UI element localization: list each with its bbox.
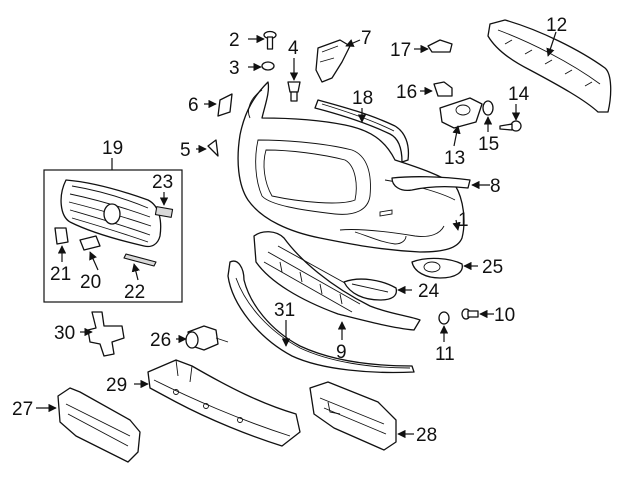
reinforcement-beam — [147, 359, 301, 447]
washer — [261, 61, 275, 71]
callout-1: 1 — [458, 210, 469, 231]
callout-29: 29 — [106, 375, 127, 396]
callout-22: 22 — [124, 282, 145, 303]
callout-28: 28 — [416, 425, 437, 446]
callout-30: 30 — [54, 323, 75, 344]
fog-lamp-cover-right — [411, 257, 463, 279]
callout-16: 16 — [396, 82, 417, 103]
callout-2: 2 — [229, 30, 240, 51]
callout-15: 15 — [478, 134, 499, 155]
trim-strip — [123, 253, 157, 267]
parking-sensor — [185, 325, 229, 351]
callout-23: 23 — [152, 172, 173, 193]
callout-26: 26 — [150, 330, 171, 351]
clip-nut — [433, 81, 453, 97]
screw — [499, 120, 522, 132]
headlamp-bracket — [315, 39, 351, 83]
fog-lamp-bracket — [439, 97, 483, 129]
callout-4: 4 — [288, 38, 299, 59]
callout-9: 9 — [336, 342, 347, 363]
leader-lines — [36, 31, 557, 439]
callout-6: 6 — [188, 95, 199, 116]
lower-spoiler — [227, 260, 415, 374]
callout-numbers: 2 3 4 5 6 7 8 9 10 11 12 13 14 15 16 17 … — [12, 15, 567, 446]
air-deflector-left — [57, 387, 141, 463]
callout-20: 20 — [80, 272, 101, 293]
retainer-clip — [427, 39, 453, 53]
badge — [54, 227, 69, 245]
callout-12: 12 — [546, 15, 567, 36]
callout-5: 5 — [180, 140, 191, 161]
mounting-bracket — [87, 311, 125, 357]
callout-19: 19 — [102, 138, 123, 159]
callout-27: 27 — [12, 399, 33, 420]
fog-lamp-cover-left — [343, 278, 398, 301]
air-deflector-right — [309, 381, 397, 451]
callout-10: 10 — [494, 305, 515, 326]
grille-assembly-box — [43, 169, 183, 303]
callout-31: 31 — [274, 300, 295, 321]
washer-small — [482, 100, 494, 116]
callout-11: 11 — [435, 344, 455, 365]
push-clip — [287, 81, 301, 102]
marker — [207, 139, 219, 157]
emblem-insert — [154, 206, 174, 218]
callout-3: 3 — [229, 58, 240, 79]
energy-absorber — [487, 19, 612, 113]
callout-8: 8 — [490, 176, 501, 197]
side-reflector — [217, 93, 233, 117]
side-bracket — [391, 176, 471, 192]
bumper-cover — [237, 81, 465, 253]
bolt-lower — [461, 308, 479, 320]
callout-24: 24 — [418, 281, 440, 302]
grille — [60, 179, 162, 248]
bolt — [263, 30, 277, 50]
washer-lower — [438, 311, 450, 325]
callout-17: 17 — [390, 40, 411, 61]
callout-7: 7 — [361, 28, 372, 49]
emblem — [79, 235, 101, 251]
callout-13: 13 — [444, 148, 465, 169]
callout-18: 18 — [352, 88, 373, 109]
callout-21: 21 — [50, 264, 71, 285]
callout-25: 25 — [482, 257, 503, 278]
callout-14: 14 — [508, 84, 530, 105]
